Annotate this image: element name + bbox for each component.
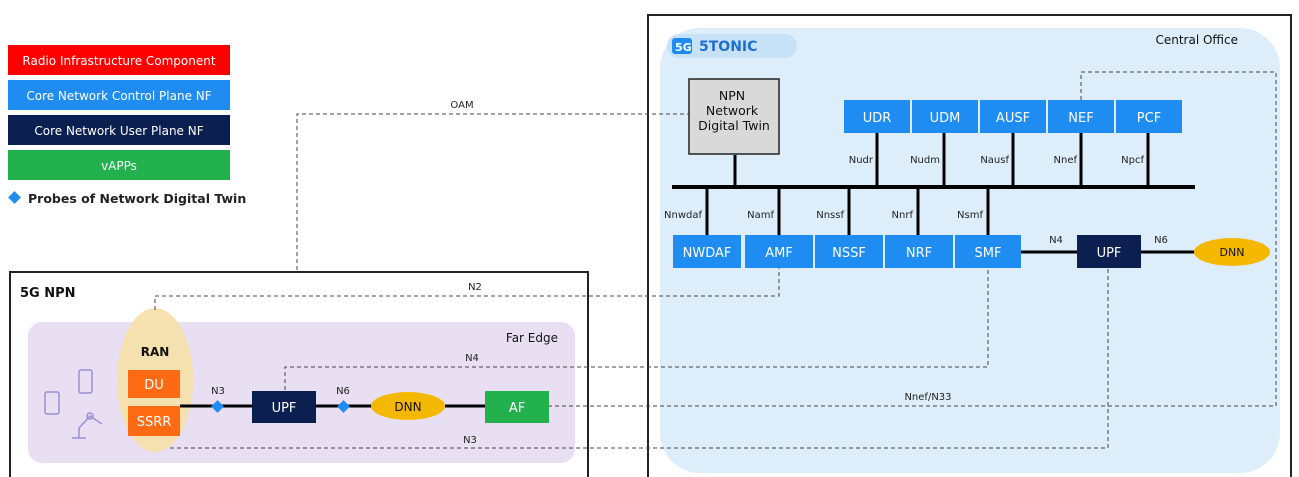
probe-n6-icon	[337, 400, 350, 413]
nssf-box	[815, 235, 883, 268]
edge-dnn-ellipse	[371, 392, 445, 420]
devices	[44, 369, 103, 439]
npn-digital-twin-box	[688, 78, 780, 155]
nwdaf-box	[673, 235, 741, 268]
nnrf-label: Nnrf	[892, 210, 914, 221]
twin-line-3: Digital Twin	[698, 118, 770, 133]
core-dnn-ellipse	[1194, 238, 1270, 266]
ssrr-box	[128, 406, 180, 436]
logo-icon	[672, 38, 692, 54]
npcf-label: Npcf	[1121, 155, 1144, 166]
edge-upf-label: UPF	[272, 401, 297, 416]
5tonic-logo: 5G 5TONIC	[667, 34, 797, 58]
probe-diamond-icon	[8, 191, 21, 204]
nnef-label: Nnef	[1054, 155, 1078, 166]
nnef-n33-link	[548, 71, 1277, 407]
dashed-links	[154, 71, 1277, 449]
amf-box	[745, 235, 813, 268]
n6-core-label: N6	[1154, 235, 1168, 246]
nudm-label: Nudm	[910, 155, 940, 166]
nausf-label: Nausf	[980, 155, 1009, 166]
n4-edge-label: N4	[465, 353, 479, 364]
nef-label: NEF	[1068, 111, 1093, 126]
ssrr-label: SSRR	[137, 415, 172, 430]
legend-vapps-label: vAPPs	[101, 159, 137, 173]
n3-edge-label: N3	[211, 386, 225, 397]
n6-edge-label: N6	[336, 386, 350, 397]
nrf-box	[885, 235, 953, 268]
amf-label: AMF	[765, 246, 793, 261]
pcf-label: PCF	[1137, 111, 1161, 126]
legend-control-swatch	[8, 80, 230, 110]
robot-arm-icon	[72, 412, 103, 439]
nrf-label: NRF	[906, 246, 932, 261]
ran-label: RAN	[141, 345, 170, 359]
pcf-box	[1116, 100, 1182, 133]
core-dnn-label: DNN	[1220, 246, 1245, 259]
edge-dnn-label: DNN	[394, 400, 421, 414]
twin-line-1: NPN	[719, 88, 745, 103]
namf-label: Namf	[747, 210, 774, 221]
nwdaf-label: NWDAF	[683, 246, 732, 261]
legend-control-label: Core Network Control Plane NF	[26, 89, 211, 103]
npn-frame	[9, 271, 589, 477]
udm-box	[912, 100, 978, 133]
nnef-n33-label: Nnef/N33	[904, 392, 951, 403]
npn-title: 5G NPN	[20, 286, 76, 301]
nsmf-label: Nsmf	[957, 210, 983, 221]
n4-edge-link	[284, 268, 989, 390]
n2-link	[154, 268, 780, 310]
edge-upf-box	[252, 391, 316, 423]
n4-core-label: N4	[1049, 235, 1063, 246]
central-office-frame	[647, 14, 1292, 477]
npn-digital-twin-label: NPN Network Digital Twin	[698, 88, 770, 133]
far-edge-label: Far Edge	[506, 331, 558, 345]
logo-text: 5TONIC	[699, 39, 757, 55]
legend-probes-label: Probes of Network Digital Twin	[28, 191, 246, 206]
smf-box	[955, 235, 1021, 268]
legend: Radio Infrastructure Component Core Netw…	[8, 45, 246, 206]
control-nfs-top: UDR UDM AUSF NEF PCF Nudr Nudm Nausf Nne…	[844, 100, 1182, 187]
ausf-label: AUSF	[996, 111, 1030, 126]
ausf-box	[980, 100, 1046, 133]
legend-user-swatch	[8, 115, 230, 145]
n3-core-label: N3	[463, 435, 477, 446]
twin-line-2: Network	[706, 103, 759, 118]
tablet-icon	[44, 391, 60, 415]
legend-radio-label: Radio Infrastructure Component	[22, 54, 215, 68]
phone-icon	[78, 369, 93, 394]
legend-vapps-swatch	[8, 150, 230, 180]
nnwdaf-label: Nnwdaf	[664, 210, 702, 221]
control-nfs-bottom: NWDAF AMF NSSF NRF SMF Nnwdaf Namf Nnssf…	[664, 187, 1021, 268]
af-box	[485, 391, 549, 423]
af-label: AF	[509, 401, 525, 416]
smf-label: SMF	[975, 246, 1002, 261]
du-label: DU	[144, 378, 164, 393]
n3-link	[170, 268, 1109, 449]
n2-label: N2	[468, 282, 482, 293]
legend-user-label: Core Network User Plane NF	[34, 124, 203, 138]
central-office-label: Central Office	[1155, 33, 1238, 47]
oam-link	[296, 113, 692, 270]
udr-box	[844, 100, 910, 133]
svg-text:5G: 5G	[675, 41, 692, 54]
udr-label: UDR	[863, 111, 892, 126]
legend-radio-swatch	[8, 45, 230, 75]
nssf-label: NSSF	[832, 246, 866, 261]
probe-n3-icon	[211, 400, 224, 413]
core-upf-label: UPF	[1097, 246, 1122, 261]
nudr-label: Nudr	[849, 155, 874, 166]
nef-box	[1048, 100, 1114, 133]
udm-label: UDM	[930, 111, 961, 126]
nnssf-label: Nnssf	[816, 210, 844, 221]
du-box	[128, 370, 180, 398]
oam-label: OAM	[450, 100, 473, 111]
core-upf-box	[1077, 235, 1141, 268]
